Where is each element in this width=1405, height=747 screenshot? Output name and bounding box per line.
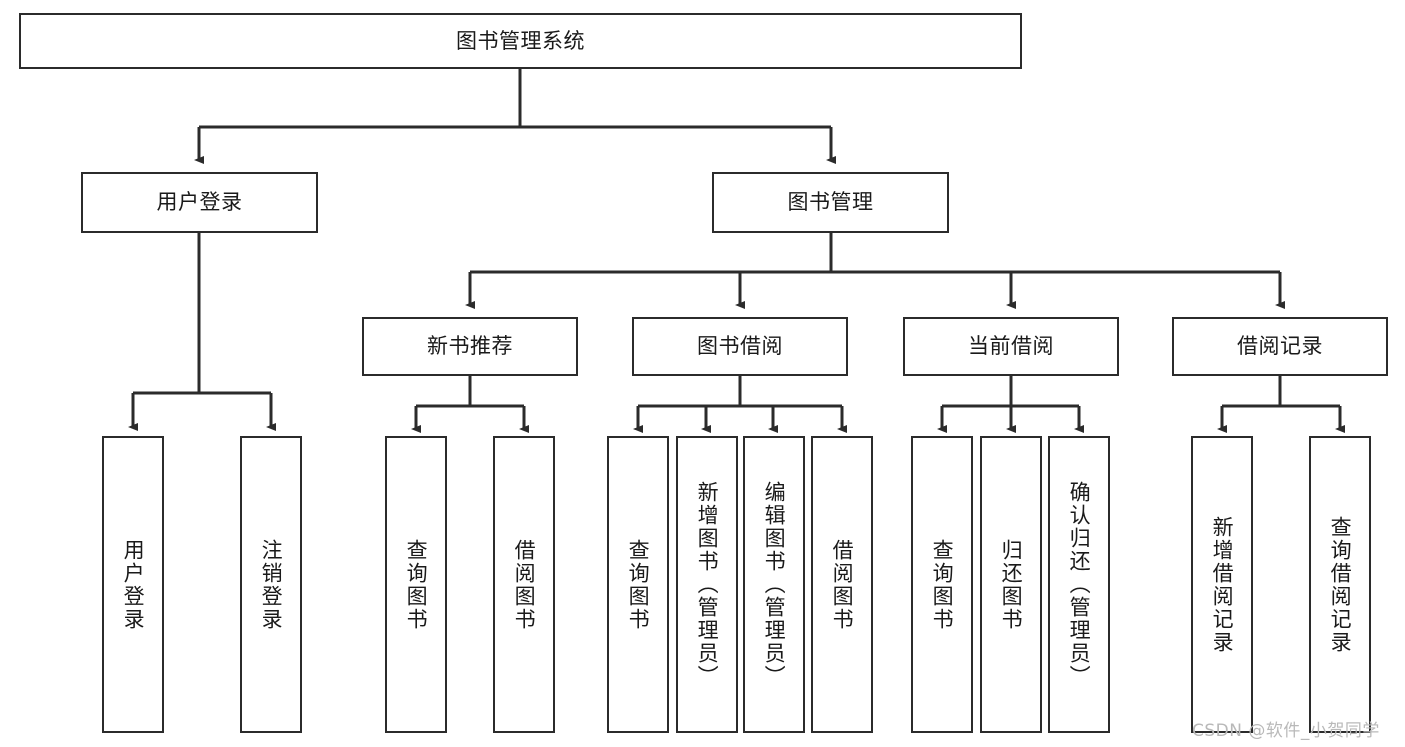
leaf-confirm-return-admin-label: 确认归还（管理员） bbox=[1067, 481, 1092, 688]
node-user-login[interactable]: 用户登录 bbox=[81, 172, 318, 233]
leaf-add-book-admin[interactable]: 新增图书（管理员） bbox=[676, 436, 738, 733]
leaf-user-login-label: 用户登录 bbox=[121, 538, 146, 631]
node-current-borrow[interactable]: 当前借阅 bbox=[903, 317, 1119, 376]
leaf-edit-book-admin[interactable]: 编辑图书（管理员） bbox=[743, 436, 805, 733]
leaf-query-book-recommend-label: 查询图书 bbox=[404, 538, 429, 631]
node-book-borrow-label: 图书借阅 bbox=[697, 334, 783, 359]
leaf-confirm-return-admin[interactable]: 确认归还（管理员） bbox=[1048, 436, 1110, 733]
leaf-borrow-book-recommend[interactable]: 借阅图书 bbox=[493, 436, 555, 733]
node-borrow-records-label: 借阅记录 bbox=[1237, 334, 1323, 359]
node-book-management[interactable]: 图书管理 bbox=[712, 172, 949, 233]
leaf-add-borrow-record-label: 新增借阅记录 bbox=[1210, 515, 1235, 654]
node-borrow-records[interactable]: 借阅记录 bbox=[1172, 317, 1388, 376]
leaf-query-book-current[interactable]: 查询图书 bbox=[911, 436, 973, 733]
leaf-edit-book-admin-label: 编辑图书（管理员） bbox=[762, 481, 787, 688]
leaf-logout-label: 注销登录 bbox=[259, 538, 284, 631]
leaf-return-book[interactable]: 归还图书 bbox=[980, 436, 1042, 733]
node-new-book-recommend-label: 新书推荐 bbox=[427, 334, 513, 359]
leaf-borrow-book-label: 借阅图书 bbox=[830, 538, 855, 631]
leaf-query-book-borrow[interactable]: 查询图书 bbox=[607, 436, 669, 733]
leaf-query-borrow-record[interactable]: 查询借阅记录 bbox=[1309, 436, 1371, 733]
node-root-label: 图书管理系统 bbox=[456, 28, 585, 53]
leaf-query-book-borrow-label: 查询图书 bbox=[626, 538, 651, 631]
leaf-query-book-current-label: 查询图书 bbox=[930, 538, 955, 631]
node-book-borrow[interactable]: 图书借阅 bbox=[632, 317, 848, 376]
node-book-management-label: 图书管理 bbox=[787, 190, 874, 215]
node-user-login-label: 用户登录 bbox=[156, 190, 243, 215]
leaf-logout[interactable]: 注销登录 bbox=[240, 436, 302, 733]
node-new-book-recommend[interactable]: 新书推荐 bbox=[362, 317, 578, 376]
csdn-watermark: CSDN @软件_小贺同学 bbox=[1192, 721, 1380, 741]
leaf-add-borrow-record[interactable]: 新增借阅记录 bbox=[1191, 436, 1253, 733]
node-current-borrow-label: 当前借阅 bbox=[968, 334, 1054, 359]
leaf-query-borrow-record-label: 查询借阅记录 bbox=[1328, 515, 1353, 654]
node-root[interactable]: 图书管理系统 bbox=[19, 13, 1022, 69]
leaf-query-book-recommend[interactable]: 查询图书 bbox=[385, 436, 447, 733]
leaf-borrow-book[interactable]: 借阅图书 bbox=[811, 436, 873, 733]
leaf-user-login[interactable]: 用户登录 bbox=[102, 436, 164, 733]
leaf-add-book-admin-label: 新增图书（管理员） bbox=[695, 481, 720, 688]
leaf-return-book-label: 归还图书 bbox=[999, 538, 1024, 631]
leaf-borrow-book-recommend-label: 借阅图书 bbox=[512, 538, 537, 631]
